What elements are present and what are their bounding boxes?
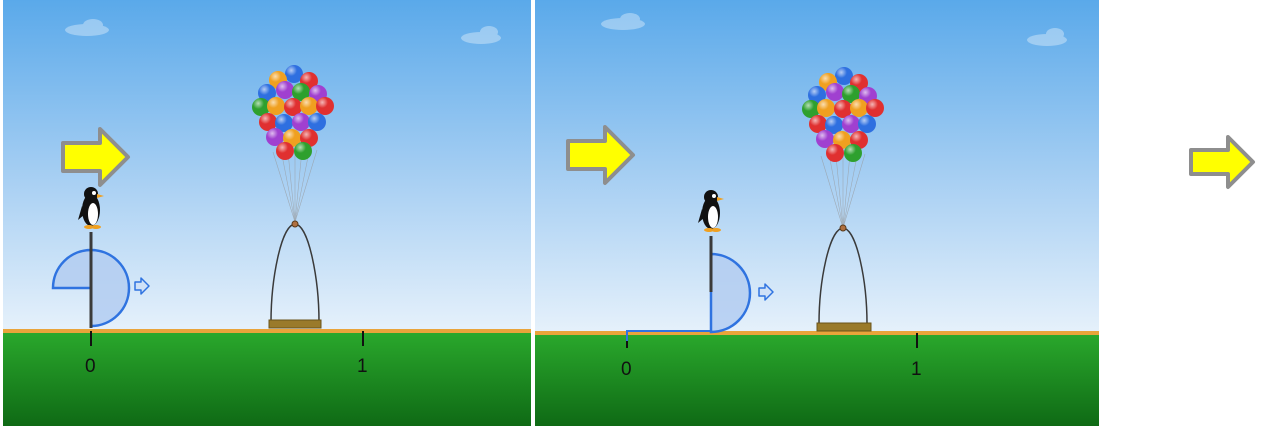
grass — [535, 334, 1099, 426]
scene-panel-1: 0 1 — [3, 0, 531, 426]
ground-line — [535, 331, 1099, 335]
grass — [3, 332, 531, 426]
tick-label-1: 1 — [911, 359, 922, 380]
tick-label-1: 1 — [357, 356, 368, 377]
tick-label-0: 0 — [85, 356, 96, 377]
rope-knot — [292, 221, 298, 227]
scene-canvas-1: 0 1 — [3, 0, 531, 426]
scene-panel-2: 0 1 — [535, 0, 1099, 426]
right-arrow-icon — [1186, 134, 1256, 194]
tick-label-0: 0 — [621, 359, 632, 380]
basket-icon — [269, 320, 321, 328]
rope-knot — [840, 225, 846, 231]
scene-canvas-2: 0 1 — [535, 0, 1099, 426]
ground-line — [3, 329, 531, 333]
basket-icon — [817, 323, 871, 331]
